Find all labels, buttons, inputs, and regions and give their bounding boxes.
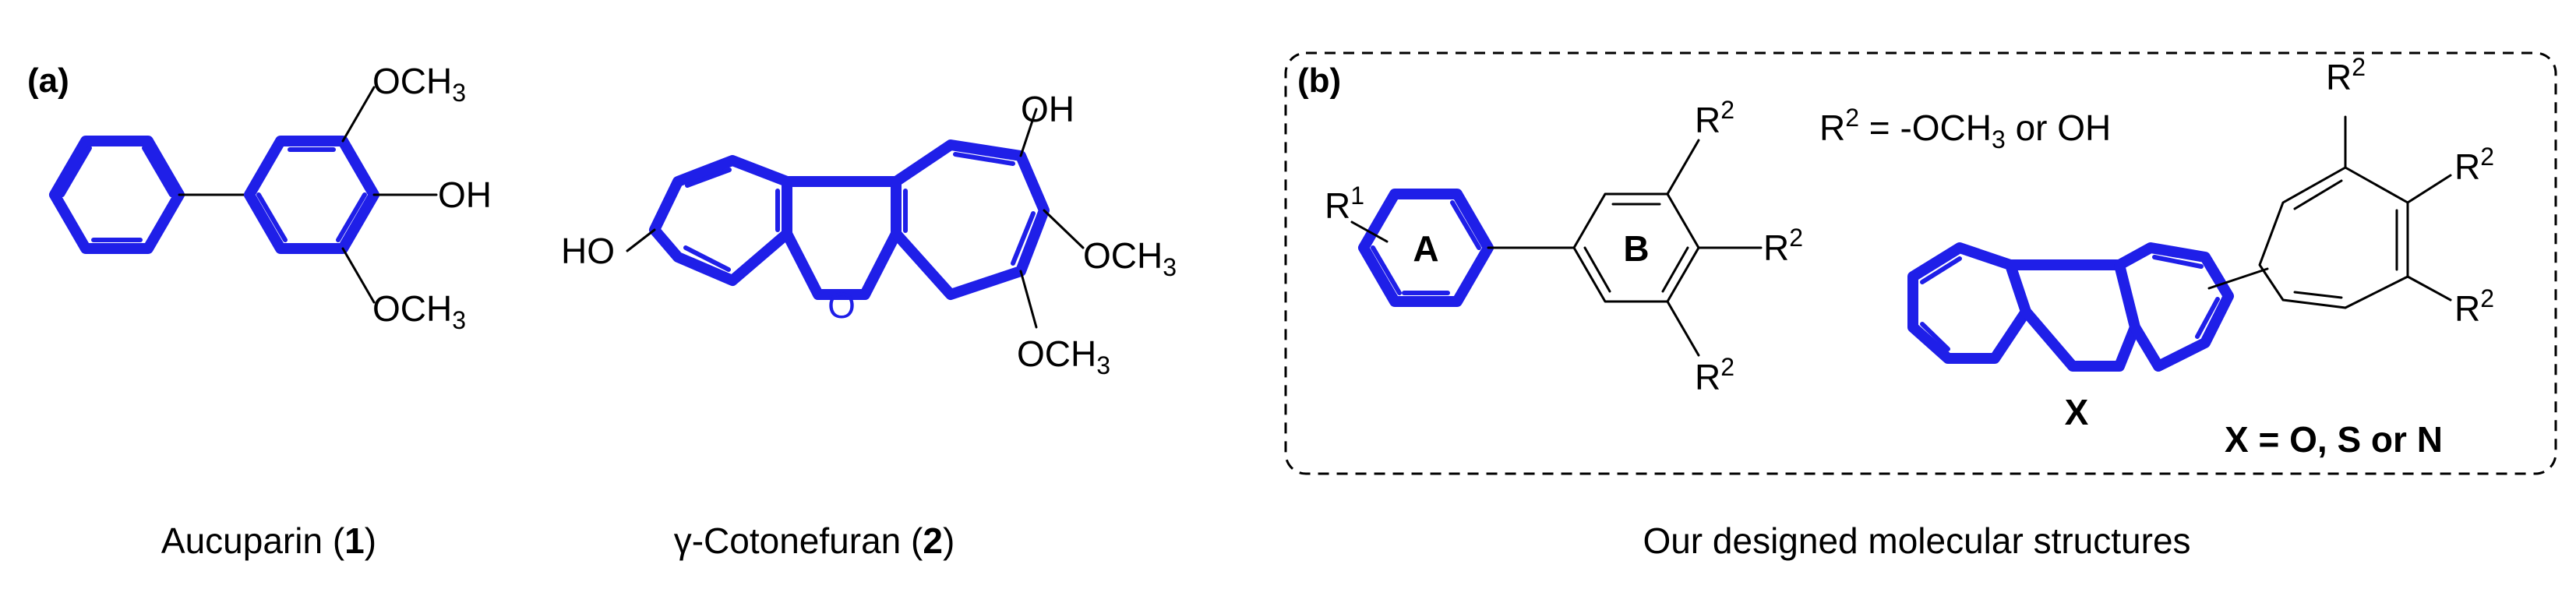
- benzo-ring-right: [2114, 242, 2234, 372]
- cotonefuran-structure: [626, 108, 1085, 329]
- aromatic-inner-bond: [256, 192, 288, 242]
- methoxy-bond-top: [341, 86, 376, 143]
- benzo-ring-left: [649, 155, 792, 286]
- r2-top: R2: [1695, 96, 1734, 140]
- aucuparin-structure: [49, 86, 438, 304]
- methoxy-bond-right: [1043, 209, 1085, 249]
- aromatic-inner-bond: [685, 168, 732, 188]
- ring-a-label: A: [1413, 228, 1438, 269]
- ring-b-label: B: [1623, 228, 1649, 269]
- r2-bond-upper-right: [2406, 174, 2452, 204]
- aucuparin-och3-bottom: OCH3: [372, 288, 466, 334]
- aromatic-inner-bond: [1011, 211, 1036, 266]
- aromatic-inner-bond: [1583, 246, 1611, 293]
- aromatic-inner-bond: [142, 146, 174, 197]
- tricyclic-scaffold: [1907, 115, 2452, 372]
- x-definition: X = O, S or N: [2225, 419, 2443, 460]
- hydroxy-bond-left: [626, 228, 656, 252]
- cotonefuran-och3-right: OCH3: [1083, 235, 1177, 281]
- r2-right: R2: [1763, 224, 1803, 268]
- cotonefuran-caption: γ-Cotonefuran (2): [674, 520, 955, 561]
- pendant-phenyl: [2258, 166, 2409, 309]
- panel-b-label: (b): [1297, 62, 1341, 100]
- aromatic-inner-bond: [336, 192, 367, 242]
- x-heteroatom: X: [2065, 392, 2089, 432]
- tricyclic-r2-top: R2: [2326, 53, 2366, 97]
- aromatic-inner-bond: [683, 245, 731, 272]
- r2-bottom: R2: [1695, 353, 1734, 397]
- panel-a-label: (a): [27, 62, 69, 100]
- aucuparin-och3-top: OCH3: [372, 61, 466, 107]
- r1-substituent: R1: [1325, 182, 1364, 226]
- five-membered-ring: [2020, 306, 2140, 372]
- cotonefuran-och3-bottom: OCH3: [1017, 333, 1110, 379]
- cotonefuran-ring-oxygen: O: [827, 285, 856, 326]
- aromatic-inner-bond: [2293, 291, 2343, 299]
- biphenyl-scaffold: [1350, 139, 1763, 357]
- r2-bond-top: [1666, 139, 1700, 196]
- furan-ring: [782, 228, 902, 300]
- aromatic-inner-bond: [1920, 256, 1962, 284]
- r2-definition: R2 = -OCH3 or OH: [1819, 104, 2111, 153]
- aryl-bond: [2207, 267, 2269, 290]
- cotonefuran-oh-top: OH: [1021, 89, 1075, 129]
- panel-b-dashed-border: [1284, 51, 2557, 475]
- aromatic-inner-bond: [1661, 246, 1689, 293]
- tricyclic-r2-upper: R2: [2454, 143, 2494, 187]
- r1-bond: [1350, 220, 1389, 243]
- aromatic-inner-bond: [1920, 322, 1950, 351]
- methoxy-bond-bottom: [341, 247, 376, 304]
- aromatic-inner-bond: [2293, 179, 2343, 210]
- aromatic-inner-bond: [60, 146, 92, 197]
- aromatic-inner-bond: [953, 152, 1015, 166]
- tricyclic-r2-lower: R2: [2454, 284, 2494, 329]
- panel-b-caption: Our designed molecular structures: [1643, 520, 2190, 561]
- r2-bond-lower-right: [2406, 275, 2452, 302]
- aromatic-inner-bond: [2195, 297, 2220, 339]
- phenyl-ring-right: [244, 136, 379, 254]
- methoxy-bond-bottom: [1019, 270, 1038, 329]
- phenyl-ring-left: [49, 136, 185, 254]
- hydroxy-bond-top: [1019, 108, 1038, 157]
- aromatic-inner-bond: [2152, 255, 2204, 269]
- aromatic-inner-bond: [1371, 245, 1402, 295]
- r2-bond-bottom: [1666, 300, 1700, 357]
- aucuparin-oh: OH: [438, 175, 492, 215]
- aucuparin-caption: Aucuparin (1): [161, 520, 376, 561]
- benzo-ring-left: [1907, 242, 2031, 364]
- benzo-ring-right: [891, 139, 1050, 300]
- aromatic-inner-bond: [1450, 200, 1481, 250]
- cotonefuran-ho-left: HO: [561, 231, 615, 271]
